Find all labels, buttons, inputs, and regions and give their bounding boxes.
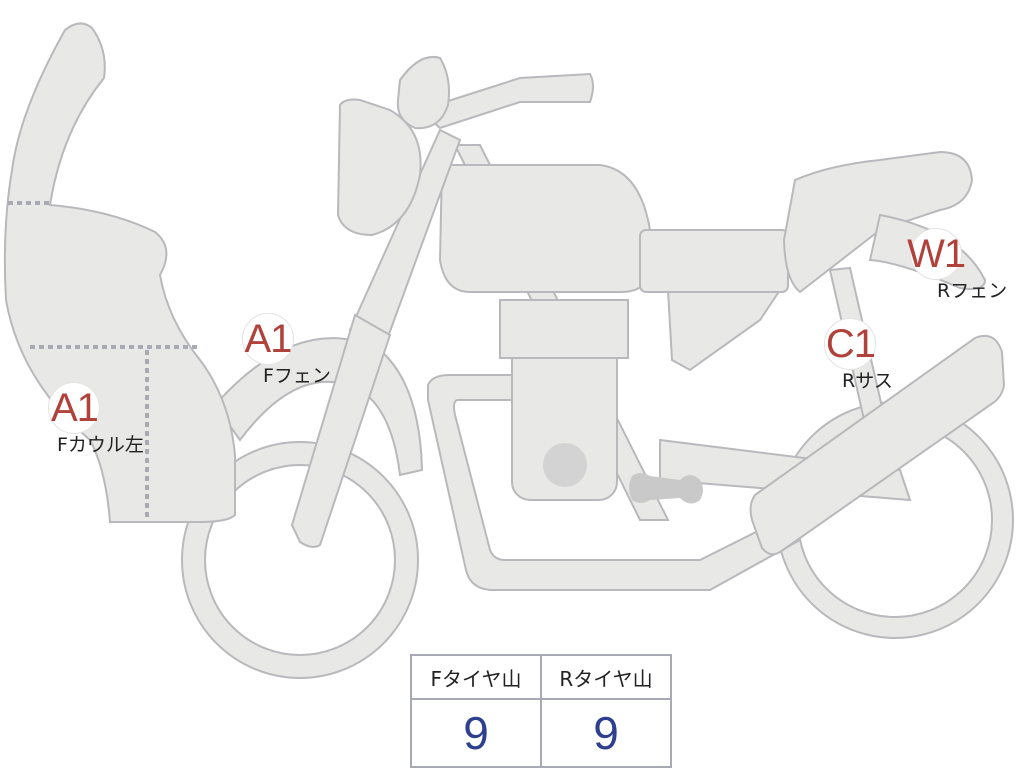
fuel-tank	[438, 164, 651, 293]
foot-peg	[629, 473, 703, 504]
front-tire-tread-value: 9	[410, 698, 542, 768]
damage-code-badge: A1	[48, 382, 101, 434]
damage-marker-rear-fender: W1 Rフェン	[865, 228, 1007, 303]
rear-tire-tread-value: 9	[540, 698, 672, 768]
damage-part-label: Rサス	[842, 370, 893, 392]
damage-marker-rear-suspension: C1 Rサス	[808, 318, 893, 393]
muffler	[749, 334, 1006, 556]
front-fork-lower	[290, 313, 392, 548]
handlebar	[418, 72, 594, 130]
table-header-row: Fタイヤ山 Rタイヤ山	[410, 654, 672, 700]
damage-code-badge: A1	[241, 313, 294, 365]
damage-marker-front-fender: A1 Fフェン	[205, 313, 331, 388]
damage-part-label: Fフェン	[263, 365, 331, 387]
front-tire-tread-header: Fタイヤ山	[410, 654, 542, 700]
damage-code-badge: C1	[824, 318, 877, 370]
seat-front	[639, 229, 789, 293]
meter	[396, 56, 450, 130]
side-cover	[666, 289, 782, 372]
exhaust-pipe	[427, 374, 802, 591]
engine-cylinder-head	[499, 299, 629, 359]
damage-code-badge: W1	[907, 228, 966, 280]
damage-part-label: Rフェン	[937, 280, 1008, 302]
tire-tread-table: Fタイヤ山 Rタイヤ山 9 9	[410, 654, 672, 768]
engine-cover	[543, 443, 587, 487]
headlight	[336, 98, 422, 237]
table-value-row: 9 9	[410, 698, 672, 768]
damage-marker-front-cowl-left: A1 Fカウル左	[5, 382, 144, 457]
rear-tire-tread-header: Rタイヤ山	[540, 654, 672, 700]
front-wheel-hub	[204, 464, 396, 656]
damage-part-label: Fカウル左	[57, 434, 144, 456]
